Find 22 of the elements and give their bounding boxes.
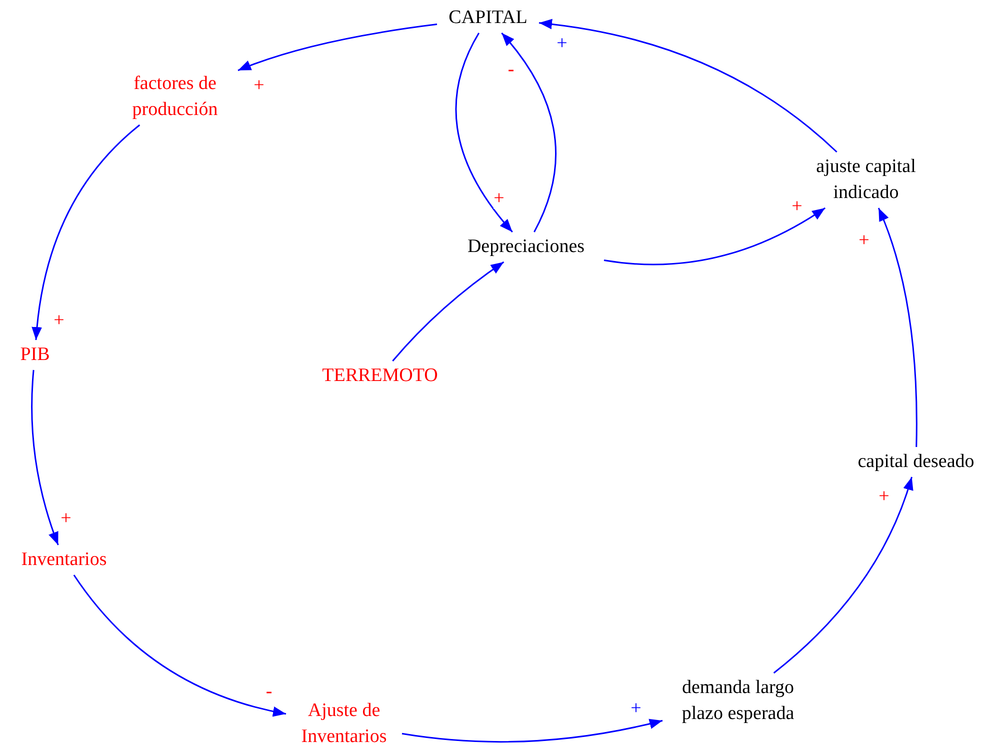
arrow xyxy=(392,261,504,362)
arrow xyxy=(73,574,286,716)
variable-label: Ajuste de Inventarios xyxy=(289,699,399,749)
arrow xyxy=(604,207,826,266)
arrow xyxy=(31,370,59,546)
arrow xyxy=(501,32,556,232)
arrow xyxy=(878,208,918,447)
arrow xyxy=(238,24,438,72)
arrow xyxy=(402,718,663,743)
arrow xyxy=(455,32,513,232)
variable-label: capital deseado xyxy=(841,450,991,474)
variable-label: PIB xyxy=(17,343,53,367)
arrow xyxy=(773,476,913,674)
arrow xyxy=(538,19,838,153)
variable-label: ajuste capital indicado xyxy=(802,155,930,205)
variable-label: TERREMOTO xyxy=(305,364,455,388)
variable-label: Inventarios xyxy=(10,548,118,572)
arrow xyxy=(32,124,140,340)
variable-label: CAPITAL xyxy=(440,6,536,30)
variable-label: factores de producción xyxy=(115,72,235,122)
variable-label: demanda largo plazo esperada xyxy=(666,676,810,726)
variable-label: Depreciaciones xyxy=(451,235,601,259)
